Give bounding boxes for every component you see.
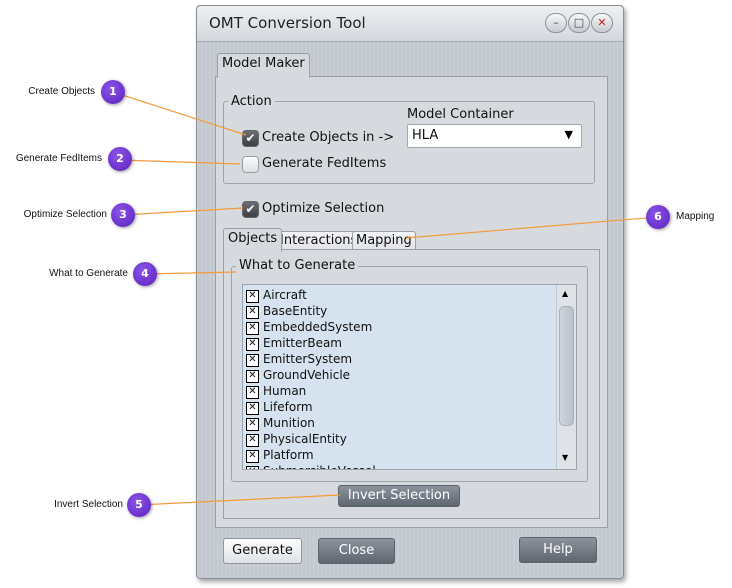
list-item-label: BaseEntity xyxy=(263,304,328,318)
leader-line-1 xyxy=(112,91,247,136)
leader-line-5 xyxy=(138,494,341,506)
create-objects-label: Create Objects in -> xyxy=(262,130,395,145)
model-container-select[interactable]: HLA ▼ xyxy=(407,124,582,148)
what-to-generate-group xyxy=(231,266,588,482)
list-item-label: PhysicalEntity xyxy=(263,432,347,446)
callout-label-2: Generate FedItems xyxy=(15,153,102,164)
list-item-label: SubmersibleVessel xyxy=(263,464,376,469)
scroll-up-icon[interactable]: ▲ xyxy=(562,289,569,298)
checked-box-icon[interactable]: ✕ xyxy=(246,386,259,399)
callout-6: 6 xyxy=(646,205,670,229)
model-container-value: HLA xyxy=(412,128,439,143)
scrollbar-thumb[interactable] xyxy=(559,306,574,426)
leader-line-4 xyxy=(144,271,237,275)
generate-button[interactable]: Generate xyxy=(223,538,302,564)
tab-interactions[interactable]: Interactions xyxy=(277,231,361,251)
list-item[interactable]: ✕ EmitterBeam xyxy=(246,335,342,351)
checked-box-icon[interactable]: ✕ xyxy=(246,290,259,303)
callout-3: 3 xyxy=(111,203,135,227)
optimize-selection-checkbox[interactable]: ✔ xyxy=(242,201,259,218)
checked-box-icon[interactable]: ✕ xyxy=(246,434,259,447)
list-item-label: EmbeddedSystem xyxy=(263,320,373,334)
tab-objects[interactable]: Objects xyxy=(223,228,283,252)
window-title: OMT Conversion Tool xyxy=(209,14,366,32)
list-item[interactable]: ✕ EmitterSystem xyxy=(246,351,352,367)
checked-box-icon[interactable]: ✕ xyxy=(246,466,259,469)
list-item[interactable]: ✕ SubmersibleVessel xyxy=(246,463,376,469)
list-item-label: Munition xyxy=(263,416,315,430)
checked-box-icon[interactable]: ✕ xyxy=(246,450,259,463)
invert-selection-button[interactable]: Invert Selection xyxy=(338,485,460,507)
list-item[interactable]: ✕ PhysicalEntity xyxy=(246,431,347,447)
help-button[interactable]: Help xyxy=(519,537,597,563)
list-item-label: EmitterBeam xyxy=(263,336,342,350)
action-group xyxy=(223,101,595,184)
callout-label-5: Invert Selection xyxy=(54,499,123,510)
scrollbar[interactable]: ▲ ▼ xyxy=(556,285,576,469)
generate-feditems-checkbox[interactable] xyxy=(242,156,259,173)
model-container-label: Model Container xyxy=(407,107,514,122)
minimize-icon[interactable]: – xyxy=(545,13,567,33)
objects-panel: What to Generate ✕ Aircraft ✕ BaseEntity ✕ Em… xyxy=(223,249,600,519)
checked-box-icon[interactable]: ✕ xyxy=(246,306,259,319)
model-maker-panel: Action ✔ Create Objects in -> Generate F… xyxy=(215,76,608,528)
callout-label-4: What to Generate xyxy=(49,268,128,279)
list-item-label: Lifeform xyxy=(263,400,313,414)
callout-5: 5 xyxy=(127,493,151,517)
checked-box-icon[interactable]: ✕ xyxy=(246,402,259,415)
close-icon[interactable]: ✕ xyxy=(591,13,613,33)
callout-2: 2 xyxy=(108,147,132,171)
tab-model-maker[interactable]: Model Maker xyxy=(217,53,310,78)
list-item[interactable]: ✕ EmbeddedSystem xyxy=(246,319,372,335)
tab-mapping[interactable]: Mapping xyxy=(352,231,416,251)
leader-line-2 xyxy=(119,159,241,165)
list-item-label: GroundVehicle xyxy=(263,368,351,382)
create-objects-checkbox[interactable]: ✔ xyxy=(242,130,259,147)
callout-label-6: Mapping xyxy=(676,211,715,222)
list-item[interactable]: ✕ Lifeform xyxy=(246,399,313,415)
callout-1: 1 xyxy=(101,80,125,104)
leader-line-3 xyxy=(122,207,244,216)
checked-box-icon[interactable]: ✕ xyxy=(246,418,259,431)
list-item-label: Human xyxy=(263,384,307,398)
title-bar[interactable]: OMT Conversion Tool – □ ✕ xyxy=(197,6,623,42)
list-item-label: Platform xyxy=(263,448,314,462)
callout-label-1: Create Objects xyxy=(28,86,95,97)
checked-box-icon[interactable]: ✕ xyxy=(246,322,259,335)
checked-box-icon[interactable]: ✕ xyxy=(246,370,259,383)
checked-box-icon[interactable]: ✕ xyxy=(246,338,259,351)
omt-window: OMT Conversion Tool – □ ✕ Model Maker Ac… xyxy=(196,5,624,579)
list-item[interactable]: ✕ GroundVehicle xyxy=(246,367,350,383)
action-group-label: Action xyxy=(228,94,275,109)
list-item-label: Aircraft xyxy=(263,288,307,302)
optimize-selection-label: Optimize Selection xyxy=(262,201,385,216)
list-item[interactable]: ✕ Munition xyxy=(246,415,315,431)
list-item-label: EmitterSystem xyxy=(263,352,353,366)
close-button[interactable]: Close xyxy=(318,538,395,564)
callout-label-3: Optimize Selection xyxy=(23,209,107,220)
list-item[interactable]: ✕ BaseEntity xyxy=(246,303,327,319)
leader-line-6 xyxy=(405,216,659,239)
list-item[interactable]: ✕ Platform xyxy=(246,447,314,463)
chevron-down-icon: ▼ xyxy=(564,128,573,141)
callout-4: 4 xyxy=(133,262,157,286)
list-item[interactable]: ✕ Aircraft xyxy=(246,287,307,303)
objects-list[interactable]: ✕ Aircraft ✕ BaseEntity ✕ EmbeddedSystem ✕ Emit… xyxy=(242,284,577,470)
what-to-generate-label: What to Generate xyxy=(236,258,359,273)
scroll-down-icon[interactable]: ▼ xyxy=(562,453,569,462)
generate-feditems-label: Generate FedItems xyxy=(262,156,387,171)
checked-box-icon[interactable]: ✕ xyxy=(246,354,259,367)
list-item[interactable]: ✕ Human xyxy=(246,383,306,399)
maximize-icon[interactable]: □ xyxy=(568,13,590,33)
